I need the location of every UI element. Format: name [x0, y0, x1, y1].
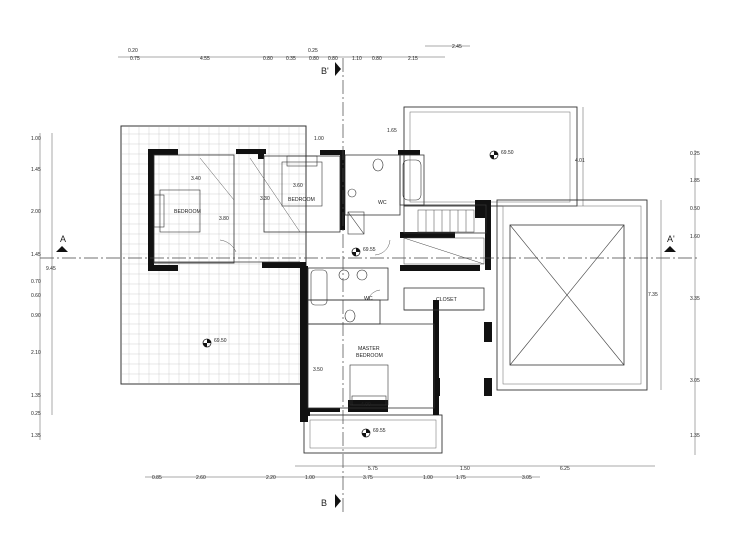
dimension-bottom-row2-0: 0.85 — [152, 475, 162, 481]
dimension-bottom-row2-2: 2.20 — [266, 475, 276, 481]
dimension-right-outer-1: 1.85 — [690, 178, 700, 184]
level-marker-hall: 69.55 — [351, 247, 376, 257]
dimension-top-row-9: 0.80 — [372, 56, 382, 62]
dimension-top-row-7: 0.80 — [328, 56, 338, 62]
section-label-b-prime: B' — [321, 66, 329, 76]
dimension-top-row-2: 4.55 — [200, 56, 210, 62]
room-label-closet: CLOSET — [436, 297, 458, 303]
level-marker-terrace-left: 69.50 — [202, 338, 227, 348]
room-label-master-1: MASTER — [358, 346, 380, 352]
dimension-bottom-row2-4: 3.75 — [363, 475, 373, 481]
dimension-right-outer-3: 1.60 — [690, 234, 700, 240]
room-label-bedroom-2: BEDROOM — [288, 197, 315, 203]
dimension-top-row-6: 0.80 — [309, 56, 319, 62]
section-axes — [40, 58, 700, 512]
sink-3 — [347, 188, 357, 198]
dimension-top-row-5: 0.25 — [308, 48, 318, 54]
dimension-top-row-10: 2.15 — [408, 56, 418, 62]
dimension-top-extra-0: 2.45 — [452, 44, 462, 50]
bathtub-2 — [310, 269, 328, 306]
dimension-top-row-1: 0.75 — [130, 56, 140, 62]
dimension-right-outer-5: 3.05 — [690, 378, 700, 384]
dimension-left-outer-9: 0.25 — [31, 411, 41, 417]
room-label-master-2: BEDROOM — [356, 353, 383, 359]
dimension-left-outer-6: 0.90 — [31, 313, 41, 319]
dimension-left-outer-1: 1.45 — [31, 167, 41, 173]
svg-text:69.55: 69.55 — [373, 428, 386, 434]
sink-2 — [356, 269, 368, 281]
dimension-interior-3: 3.80 — [219, 216, 229, 222]
section-label-b: B — [321, 498, 327, 508]
level-marker-terrace-top-right: 69.50 — [489, 150, 514, 160]
dimension-right-outer-6: 1.35 — [690, 433, 700, 439]
dimension-left-outer-3: 1.45 — [31, 252, 41, 258]
level-marker-balcony: 69.55 — [361, 428, 386, 438]
dimension-interior-7: 4.00 — [361, 402, 371, 408]
dimension-top-row-4: 0.35 — [286, 56, 296, 62]
dimension-interior-0: 1.00 — [314, 136, 324, 142]
room-label-bedroom-1: BEDROOM — [174, 209, 201, 215]
dimension-labels: 0.20 0.75 4.55 0.80 0.35 0.25 0.80 0.80 1.10 0.80… — [31, 44, 700, 481]
staircase — [403, 209, 485, 265]
dimension-right-inner-1: 7.35 — [648, 292, 658, 298]
dimension-top-row-3: 0.80 — [263, 56, 273, 62]
dimension-interior-1: 1.65 — [387, 128, 397, 134]
dimension-lines — [39, 45, 696, 478]
section-label-a-prime: A' — [667, 234, 675, 244]
bed-2 — [281, 161, 323, 207]
level-markers: 69.50 69.50 69.55 69.55 — [202, 150, 514, 438]
furniture — [153, 155, 422, 406]
dimension-bottom-row2-7: 3.05 — [522, 475, 532, 481]
dimension-right-inner-0: 4.01 — [575, 158, 585, 164]
svg-text:69.55: 69.55 — [363, 247, 376, 253]
dimension-left-outer-7: 2.10 — [31, 350, 41, 356]
dimension-left-outer-4: 0.70 — [31, 279, 41, 285]
dimension-bottom-row2-3: 1.00 — [305, 475, 315, 481]
shower — [347, 211, 365, 235]
dimension-right-outer-2: 0.50 — [690, 206, 700, 212]
dimension-interior-2: 3.40 — [191, 176, 201, 182]
walls — [148, 149, 492, 422]
dimension-bottom-row2-1: 2.60 — [196, 475, 206, 481]
room-label-wc-2: WC — [364, 296, 373, 302]
dimension-right-outer-0: 0.25 — [690, 151, 700, 157]
dimension-interior-4: 3.60 — [293, 183, 303, 189]
dimension-top-row-8: 1.10 — [352, 56, 362, 62]
bed-1 — [159, 189, 201, 233]
dimension-bottom-row2-5: 1.00 — [423, 475, 433, 481]
sink-1 — [338, 269, 350, 281]
right-void — [496, 199, 648, 391]
dimension-bottom-row1-1: 1.50 — [460, 466, 470, 472]
master-bed — [349, 364, 389, 406]
dimension-left-total: 9.45 — [46, 266, 56, 272]
toilet-2 — [344, 309, 356, 323]
dimension-bottom-row1-2: 6.25 — [560, 466, 570, 472]
dimension-left-outer-8: 1.35 — [31, 393, 41, 399]
dimension-right-outer-4: 3.35 — [690, 296, 700, 302]
dimension-left-outer-0: 1.00 — [31, 136, 41, 142]
dimension-interior-6: 3.50 — [313, 367, 323, 373]
room-label-wc-1: WC — [378, 200, 387, 206]
dimension-top-row-0: 0.20 — [128, 48, 138, 54]
dimension-left-outer-5: 0.60 — [31, 293, 41, 299]
section-label-a: A — [60, 234, 66, 244]
toilet-1 — [372, 158, 384, 172]
dimension-left-outer-2: 2.00 — [31, 209, 41, 215]
dimension-interior-5: 3.30 — [260, 196, 270, 202]
svg-text:69.50: 69.50 — [214, 338, 227, 344]
dimension-bottom-row1-0: 5.75 — [368, 466, 378, 472]
svg-text:69.50: 69.50 — [501, 150, 514, 156]
dimension-bottom-row2-6: 1.75 — [456, 475, 466, 481]
dimension-left-outer-10: 1.35 — [31, 433, 41, 439]
bottom-balcony — [303, 414, 443, 454]
bathtub — [402, 159, 422, 201]
